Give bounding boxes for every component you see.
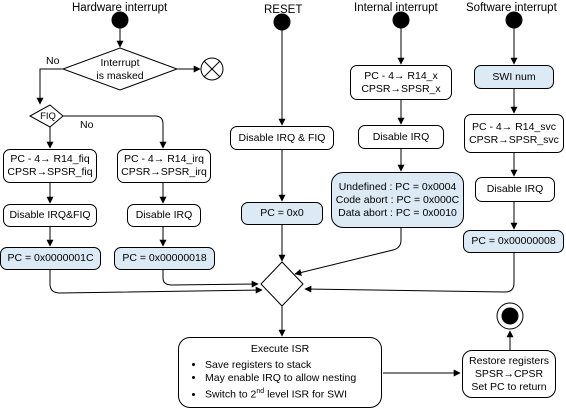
code-abort-vector: Code abort : PC = 0x000C [335,193,460,206]
restore-registers-box: Restore registers SPSR→CPSR Set PC to re… [462,350,556,398]
fiq-save-line2: CPSR→SPSR_fiq [7,166,93,178]
merge-node [260,261,304,307]
execute-isr-title: Execute ISR [250,343,310,355]
end-node-inner [501,307,519,325]
interrupt-masked-decision [61,47,179,91]
header-hardware-interrupt: Hardware interrupt [72,2,168,14]
isr-steps-list: Save registers to stack May enable IRQ t… [179,359,381,402]
svc-pc-box: PC = 0x00000008 [463,230,564,253]
irq-save-line2: CPSR→SPSR_irq [121,166,207,178]
isr-step-save-registers: Save registers to stack [205,359,381,372]
interrupt-masked-line2: is masked [96,70,144,82]
irq-pc-box: PC = 0x00000018 [114,247,215,270]
internal-save-line1: PC - 4→ R14_x [364,69,438,82]
internal-disable-box: Disable IRQ [358,125,444,149]
fiq-pc-box: PC = 0x0000001C [0,247,101,270]
restore-line1: Restore registers [469,354,549,367]
irq-save-line1: PC - 4→ R14_irq [124,153,204,165]
execute-isr-box: Execute ISR Save registers to stack May … [178,337,382,408]
interrupt-masked-label: Interrupt is masked [84,57,156,83]
swi-num-box: SWI num [474,65,554,89]
reset-disable-box: Disable IRQ & FIQ [230,126,334,150]
svc-save-line1: PC - 4→ R14_svc [471,120,557,133]
header-reset: RESET [264,4,303,16]
restore-line3: Set PC to return [471,380,547,393]
header-internal-interrupt: Internal interrupt [354,2,438,14]
svc-save-line2: CPSR→SPSR_svc [469,133,559,146]
interrupt-masked-line1: Interrupt [100,57,140,69]
isr-step-switch-level: Switch to 2nd level ISR for SWI [205,385,381,402]
isr-step-switch-text: Switch to 2 [205,388,257,401]
reset-pc-box: PC = 0x0 [241,202,323,225]
data-abort-vector: Data abort : PC = 0x0010 [338,206,457,219]
fiq-disable-box: Disable IRQ&FIQ [3,204,97,227]
isr-step-switch-rest: level ISR for SWI [264,388,348,401]
fiq-no-label: No [80,119,94,131]
restore-line2: SPSR→CPSR [474,367,544,380]
fiq-save-context-box: PC - 4→ R14_fiq CPSR→SPSR_fiq [3,149,97,183]
masked-no-label: No [46,55,60,67]
fiq-label: FIQ [40,111,56,122]
svc-save-context-box: PC - 4→ R14_svc CPSR→SPSR_svc [464,114,564,153]
fiq-save-line1: PC - 4→ R14_fiq [10,153,90,165]
isr-step-switch-sup: nd [256,388,265,395]
isr-step-enable-irq: May enable IRQ to allow nesting [205,372,381,385]
irq-disable-box: Disable IRQ [127,204,201,227]
irq-save-context-box: PC - 4→ R14_irq CPSR→SPSR_irq [117,149,211,183]
svc-disable-box: Disable IRQ [475,177,555,202]
internal-save-line2: CPSR→SPSR_x [361,82,441,95]
header-software-interrupt: Software interrupt [466,2,557,14]
undefined-vector: Undefined : PC = 0x0004 [338,180,457,193]
internal-save-context-box: PC - 4→ R14_x CPSR→SPSR_x [350,65,452,100]
internal-vector-box: Undefined : PC = 0x0004 Code abort : PC … [331,172,464,228]
